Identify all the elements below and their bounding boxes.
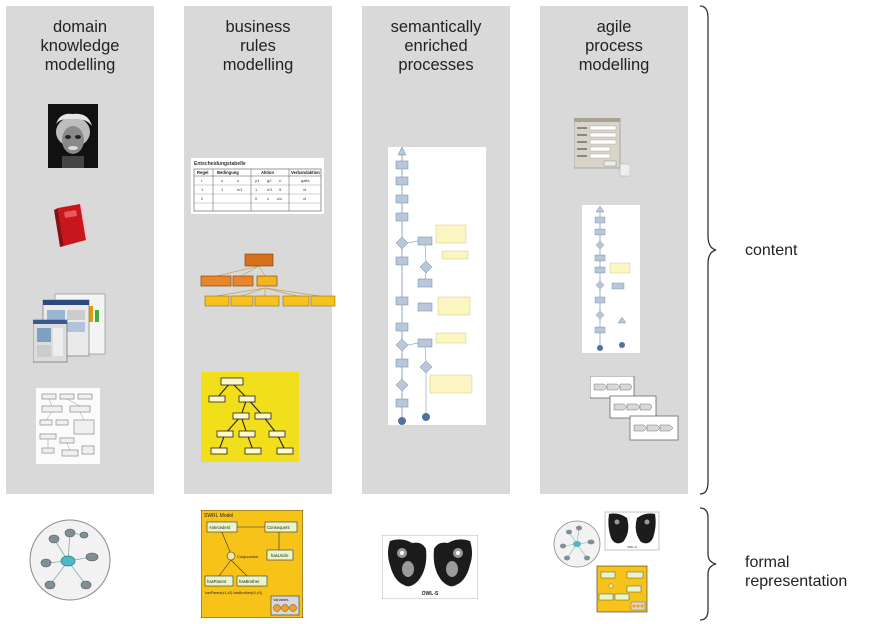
swrl-title: SWRL Model: [204, 513, 233, 519]
swrl-model-diagram: SWRL Model Antecedent Consequent hasUncl…: [201, 510, 303, 618]
owls-owl-diagram: OWL-S: [382, 535, 478, 599]
decision-table: Entscheidungstabelle Regel Bedingung Akt…: [191, 158, 324, 214]
swrl-rule: hasParent(x1,x2) hasBrother(x2,x3): [205, 591, 262, 595]
column-title-business-rules: business rules modelling: [222, 18, 294, 74]
dt-cell: c': [279, 178, 282, 183]
dt-cell: g2: [267, 178, 272, 183]
dt-cell: 1: [255, 187, 258, 192]
agile-formal-collage: OWL-S: [553, 510, 661, 614]
content-label: content: [745, 242, 798, 259]
dt-cell: xt: [303, 196, 307, 201]
swrl-antecedent: Antecedent: [209, 525, 231, 530]
dt-cell: c/c: [277, 196, 282, 201]
dt-cell: gaits: [301, 178, 309, 183]
screenshots-collage: [33, 290, 107, 364]
dt-cell: z: [237, 178, 239, 183]
enriched-process-flowchart: [388, 147, 486, 425]
formal-representation-label: formal representation: [745, 554, 848, 590]
dt-cell: 1: [221, 187, 224, 192]
swrl-consequent: Consequent: [267, 525, 290, 530]
formal-brace: [698, 506, 720, 622]
einstein-photo: [48, 104, 98, 168]
org-tree-diagram: [199, 252, 337, 308]
dialog-window-thumb: [574, 118, 630, 178]
dt-cell: n/1: [237, 187, 243, 192]
dt-cell: 1: [201, 187, 204, 192]
column-title-agile-process: agile process modelling: [578, 18, 650, 74]
dt-cell: 5: [279, 187, 282, 192]
swrl-hasbrother: hasBrother: [239, 579, 260, 584]
ontology-graph: [28, 517, 112, 603]
swrl-hasparent: hasParent: [207, 579, 227, 584]
swrl-conjunction: Conjunction: [237, 554, 258, 559]
owls-label: OWL-S: [422, 591, 439, 597]
dt-cell: xt: [303, 187, 307, 192]
decision-table-title: Entscheidungstabelle: [194, 161, 246, 167]
dt-cell: r: [201, 178, 203, 183]
dt-cell: 0: [255, 196, 258, 201]
owls-label-small: OWL-S: [627, 545, 637, 549]
column-title-domain-knowledge: domain knowledge modelling: [40, 18, 120, 74]
content-brace: [698, 4, 720, 496]
decision-table-header-action: Aktion: [261, 170, 274, 175]
swrl-hasuncle: hasUncle: [271, 553, 289, 558]
dt-cell: z: [267, 196, 269, 201]
decision-table-header-compound: Verbandaktion: [291, 170, 320, 175]
process-chain-thumb: [590, 376, 680, 442]
column-title-semantic-processes: semantically enriched processes: [390, 18, 482, 74]
dt-cell: 2: [201, 196, 204, 201]
document-diagram-thumb: [36, 388, 100, 464]
book-icon: [46, 200, 96, 250]
agile-flowchart: [582, 205, 640, 353]
decision-table-header-condition: Bedingung: [217, 170, 239, 175]
dt-cell: n/1: [267, 187, 273, 192]
dt-cell: z: [221, 178, 223, 183]
decision-table-header-rule: Regel: [197, 170, 208, 175]
rule-tree-diagram: [201, 372, 299, 462]
dt-cell: y1: [255, 178, 260, 183]
swrl-variables: Variables: [273, 598, 289, 602]
